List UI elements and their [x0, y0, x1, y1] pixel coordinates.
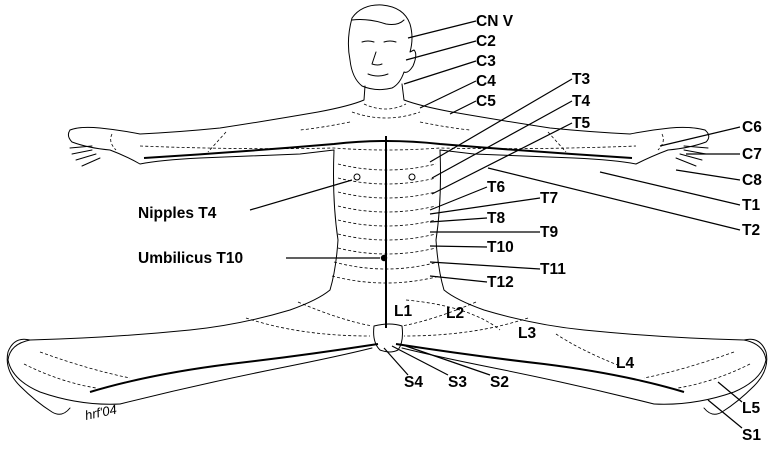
artist-signature: hrf'04: [84, 402, 119, 423]
label-l2: L2: [446, 305, 464, 322]
label-t3: T3: [572, 71, 590, 88]
label-l5: L5: [742, 400, 760, 417]
label-t9: T9: [540, 224, 558, 241]
label-t6: T6: [487, 179, 505, 196]
umbilicus-marker: [381, 255, 387, 261]
label-t8: T8: [487, 210, 505, 227]
label-l3: L3: [518, 325, 536, 342]
label-t12: T12: [487, 274, 514, 291]
label-t7: T7: [540, 190, 558, 207]
label-umbilicus: Umbilicus T10: [138, 250, 243, 267]
label-l1: L1: [394, 303, 412, 320]
label-t11: T11: [540, 261, 566, 278]
label-s1: S1: [742, 427, 761, 444]
label-c5: C5: [476, 93, 496, 110]
label-t5: T5: [572, 115, 590, 132]
label-t2: T2: [742, 222, 760, 239]
label-c3: C3: [476, 53, 496, 70]
label-c8: C8: [742, 172, 762, 189]
label-nipples: Nipples T4: [138, 205, 217, 222]
label-s3: S3: [448, 374, 467, 391]
label-t1: T1: [742, 197, 760, 214]
label-c4: C4: [476, 73, 496, 90]
label-l4: L4: [616, 355, 634, 372]
label-c7: C7: [742, 146, 762, 163]
label-cn-v: CN V: [476, 13, 514, 30]
left-nipple-marker: [354, 174, 360, 180]
label-s2: S2: [490, 374, 509, 391]
label-c2: C2: [476, 33, 496, 50]
label-t10: T10: [487, 239, 514, 256]
right-nipple-marker: [409, 174, 415, 180]
label-t4: T4: [572, 93, 590, 110]
label-s4: S4: [404, 374, 423, 391]
label-c6: C6: [742, 119, 762, 136]
